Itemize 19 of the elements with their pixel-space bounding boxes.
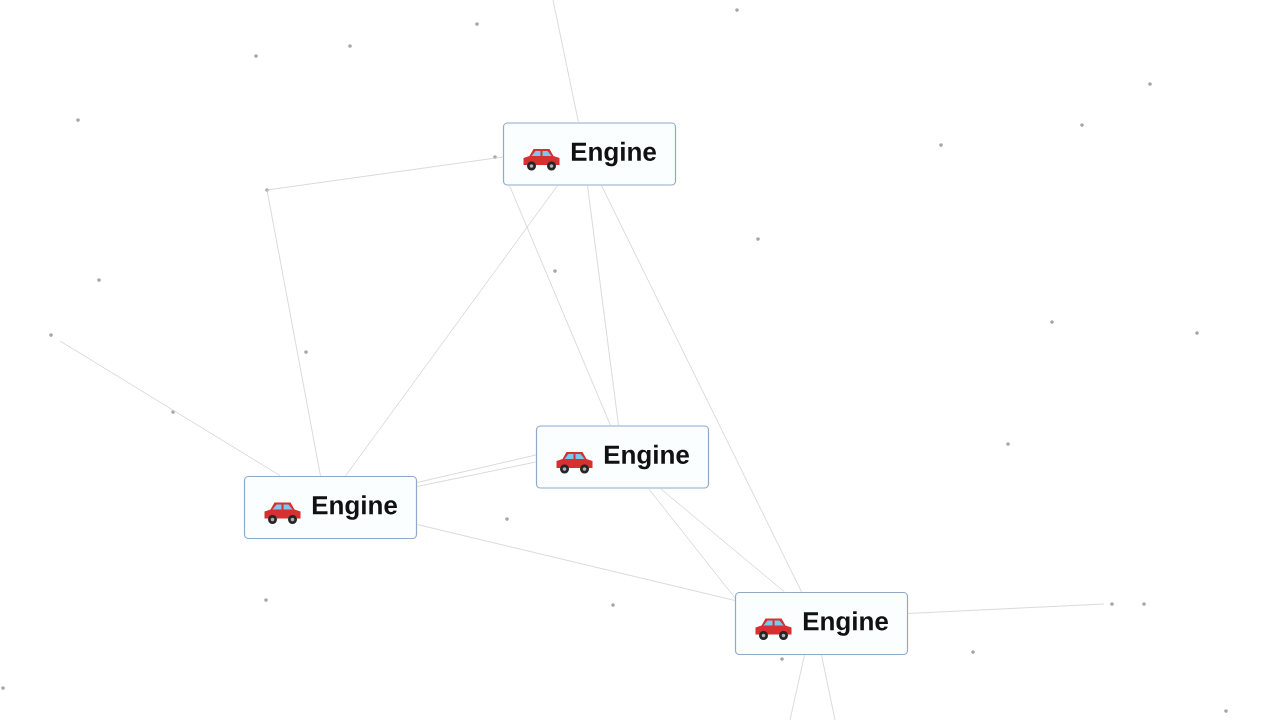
- connector-line: [509, 185, 611, 426]
- connector-line: [416, 524, 736, 601]
- connector-line: [648, 488, 736, 599]
- connector-line: [789, 654, 805, 720]
- element-card: Engine: [243, 475, 418, 540]
- connector-line: [416, 454, 537, 483]
- connector-line: [601, 185, 802, 593]
- connector-line: [416, 461, 537, 487]
- connector-line: [660, 488, 785, 593]
- connector-line: [907, 603, 1105, 614]
- connector-line: [266, 156, 504, 477]
- connector-line: [345, 185, 558, 477]
- connector-line: [552, 0, 579, 123]
- element-card: Engine: [535, 425, 710, 489]
- connector-line: [821, 654, 836, 720]
- connector-line: [587, 185, 619, 426]
- connector-line: [59, 340, 281, 477]
- element-card: Engine: [502, 122, 677, 186]
- element-card: Engine: [734, 591, 909, 656]
